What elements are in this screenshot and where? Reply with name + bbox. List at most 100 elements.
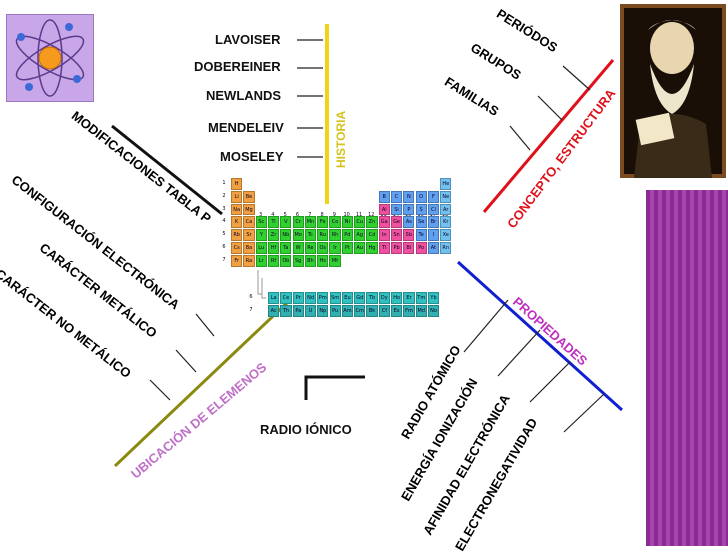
element-cell: Hs bbox=[317, 254, 329, 267]
f-element-cell: Am bbox=[341, 304, 354, 317]
f-element-cell: Fm bbox=[403, 304, 415, 317]
period-number: 1 bbox=[222, 180, 226, 186]
element-cell: Hf bbox=[267, 242, 280, 254]
element-cell: Cs bbox=[231, 242, 243, 254]
f-element-cell: Gd bbox=[354, 292, 366, 304]
element-cell: Rh bbox=[329, 229, 341, 241]
f-element-cell: Es bbox=[391, 304, 403, 317]
period-number: 2 bbox=[222, 192, 226, 199]
element-cell: Po bbox=[415, 242, 427, 254]
f-element-cell: Cf bbox=[378, 304, 390, 317]
f-element-cell: Md bbox=[415, 304, 427, 317]
period-number: 3 bbox=[222, 205, 226, 212]
element-cell: Ag bbox=[354, 229, 366, 241]
element-cell: Db bbox=[280, 254, 292, 267]
decorative-stripe bbox=[646, 190, 728, 546]
f-element-cell: U bbox=[304, 304, 317, 317]
f-element-cell: Th bbox=[280, 304, 292, 317]
f-element-cell: No bbox=[427, 304, 440, 317]
f-element-cell: Bk bbox=[366, 304, 378, 317]
f-element-cell: Yb bbox=[427, 292, 440, 304]
element-cell: Lu bbox=[255, 242, 267, 254]
f-element-cell: La bbox=[268, 292, 280, 304]
f-element-cell: Ce bbox=[280, 292, 292, 304]
element-cell: Pb bbox=[390, 242, 403, 254]
element-cell: Mt bbox=[329, 254, 341, 267]
element-cell: Co bbox=[329, 216, 341, 229]
f-element-cell: Er bbox=[403, 292, 415, 304]
concepto-axis bbox=[482, 59, 615, 213]
group-number: 4 bbox=[271, 212, 275, 218]
group-number: 8 bbox=[320, 212, 324, 218]
element-cell: Pt bbox=[341, 242, 353, 254]
element-cell: Re bbox=[304, 242, 317, 254]
element-cell: Be bbox=[243, 190, 255, 203]
element-cell: Se bbox=[415, 216, 427, 229]
propiedades-axis bbox=[456, 260, 624, 412]
element-cell: Te bbox=[415, 229, 427, 241]
group-number: 9 bbox=[332, 212, 336, 218]
element-cell: Fe bbox=[317, 216, 329, 229]
group-number: 11 bbox=[355, 212, 363, 218]
historia-item-mendeleiv: MENDELEIV bbox=[208, 120, 284, 135]
element-cell: Ba bbox=[243, 242, 255, 254]
f-element-cell: Eu bbox=[341, 292, 354, 304]
element-cell: Ta bbox=[280, 242, 292, 254]
radio-ionico-bracket bbox=[304, 375, 365, 400]
element-cell: Ir bbox=[329, 242, 341, 254]
f-element-cell: Ac bbox=[268, 304, 280, 317]
radio-ionico-label: RADIO IÓNICO bbox=[260, 422, 352, 437]
period-number: 7 bbox=[222, 256, 226, 263]
element-cell: Bh bbox=[304, 254, 317, 267]
element-cell: Lr bbox=[255, 254, 267, 267]
element-cell: V bbox=[280, 216, 292, 229]
element-cell: Ar bbox=[440, 203, 452, 216]
element-cell: Si bbox=[390, 203, 403, 216]
element-cell: Ru bbox=[317, 229, 329, 241]
period-number: 4 bbox=[222, 218, 226, 225]
element-cell: Li bbox=[231, 190, 243, 203]
element-cell: Sr bbox=[243, 229, 255, 241]
element-cell: Cl bbox=[427, 203, 440, 216]
f-element-cell: Pu bbox=[329, 304, 341, 317]
element-cell: Cd bbox=[366, 229, 378, 241]
element-cell: S bbox=[415, 203, 427, 216]
element-cell: Na bbox=[231, 203, 243, 216]
element-cell: Mg bbox=[243, 203, 255, 216]
f-element-cell: Pm bbox=[317, 292, 329, 304]
historia-item-newlands: NEWLANDS bbox=[206, 88, 282, 103]
element-cell: Ti bbox=[267, 216, 280, 229]
group-number: 5 bbox=[283, 212, 287, 218]
element-cell: Rf bbox=[267, 254, 280, 267]
element-cell: Zr bbox=[267, 229, 280, 241]
element-cell: Nb bbox=[280, 229, 292, 241]
element-cell: Sg bbox=[292, 254, 304, 267]
element-cell: C bbox=[390, 190, 403, 203]
element-cell: Ni bbox=[341, 216, 353, 229]
element-cell: Rn bbox=[440, 242, 452, 254]
element-cell: Fr bbox=[231, 254, 243, 267]
element-cell: Mo bbox=[292, 229, 304, 241]
element-cell: Y bbox=[255, 229, 267, 241]
element-cell: Rb bbox=[231, 229, 243, 241]
f-element-cell: Sm bbox=[329, 292, 341, 304]
element-cell: Cr bbox=[292, 216, 304, 229]
historia-title: HISTORIA bbox=[334, 110, 348, 168]
f-element-cell: Ho bbox=[391, 292, 403, 304]
f-period-number: 7 bbox=[249, 306, 253, 313]
element-cell: Os bbox=[317, 242, 329, 254]
group-number: 10 bbox=[343, 212, 350, 218]
element-cell: Hg bbox=[366, 242, 378, 254]
element-cell: Kr bbox=[440, 216, 452, 229]
period-number: 6 bbox=[222, 244, 226, 250]
element-cell: O bbox=[415, 190, 427, 203]
element-cell: Al bbox=[378, 203, 390, 216]
element-cell: H bbox=[231, 178, 243, 190]
element-cell: He bbox=[440, 178, 452, 190]
group-number: 6 bbox=[295, 212, 300, 218]
element-cell: Ra bbox=[243, 254, 255, 267]
element-cell: I bbox=[427, 229, 440, 241]
f-element-cell: Pr bbox=[292, 292, 304, 304]
element-cell: Zn bbox=[366, 216, 378, 229]
